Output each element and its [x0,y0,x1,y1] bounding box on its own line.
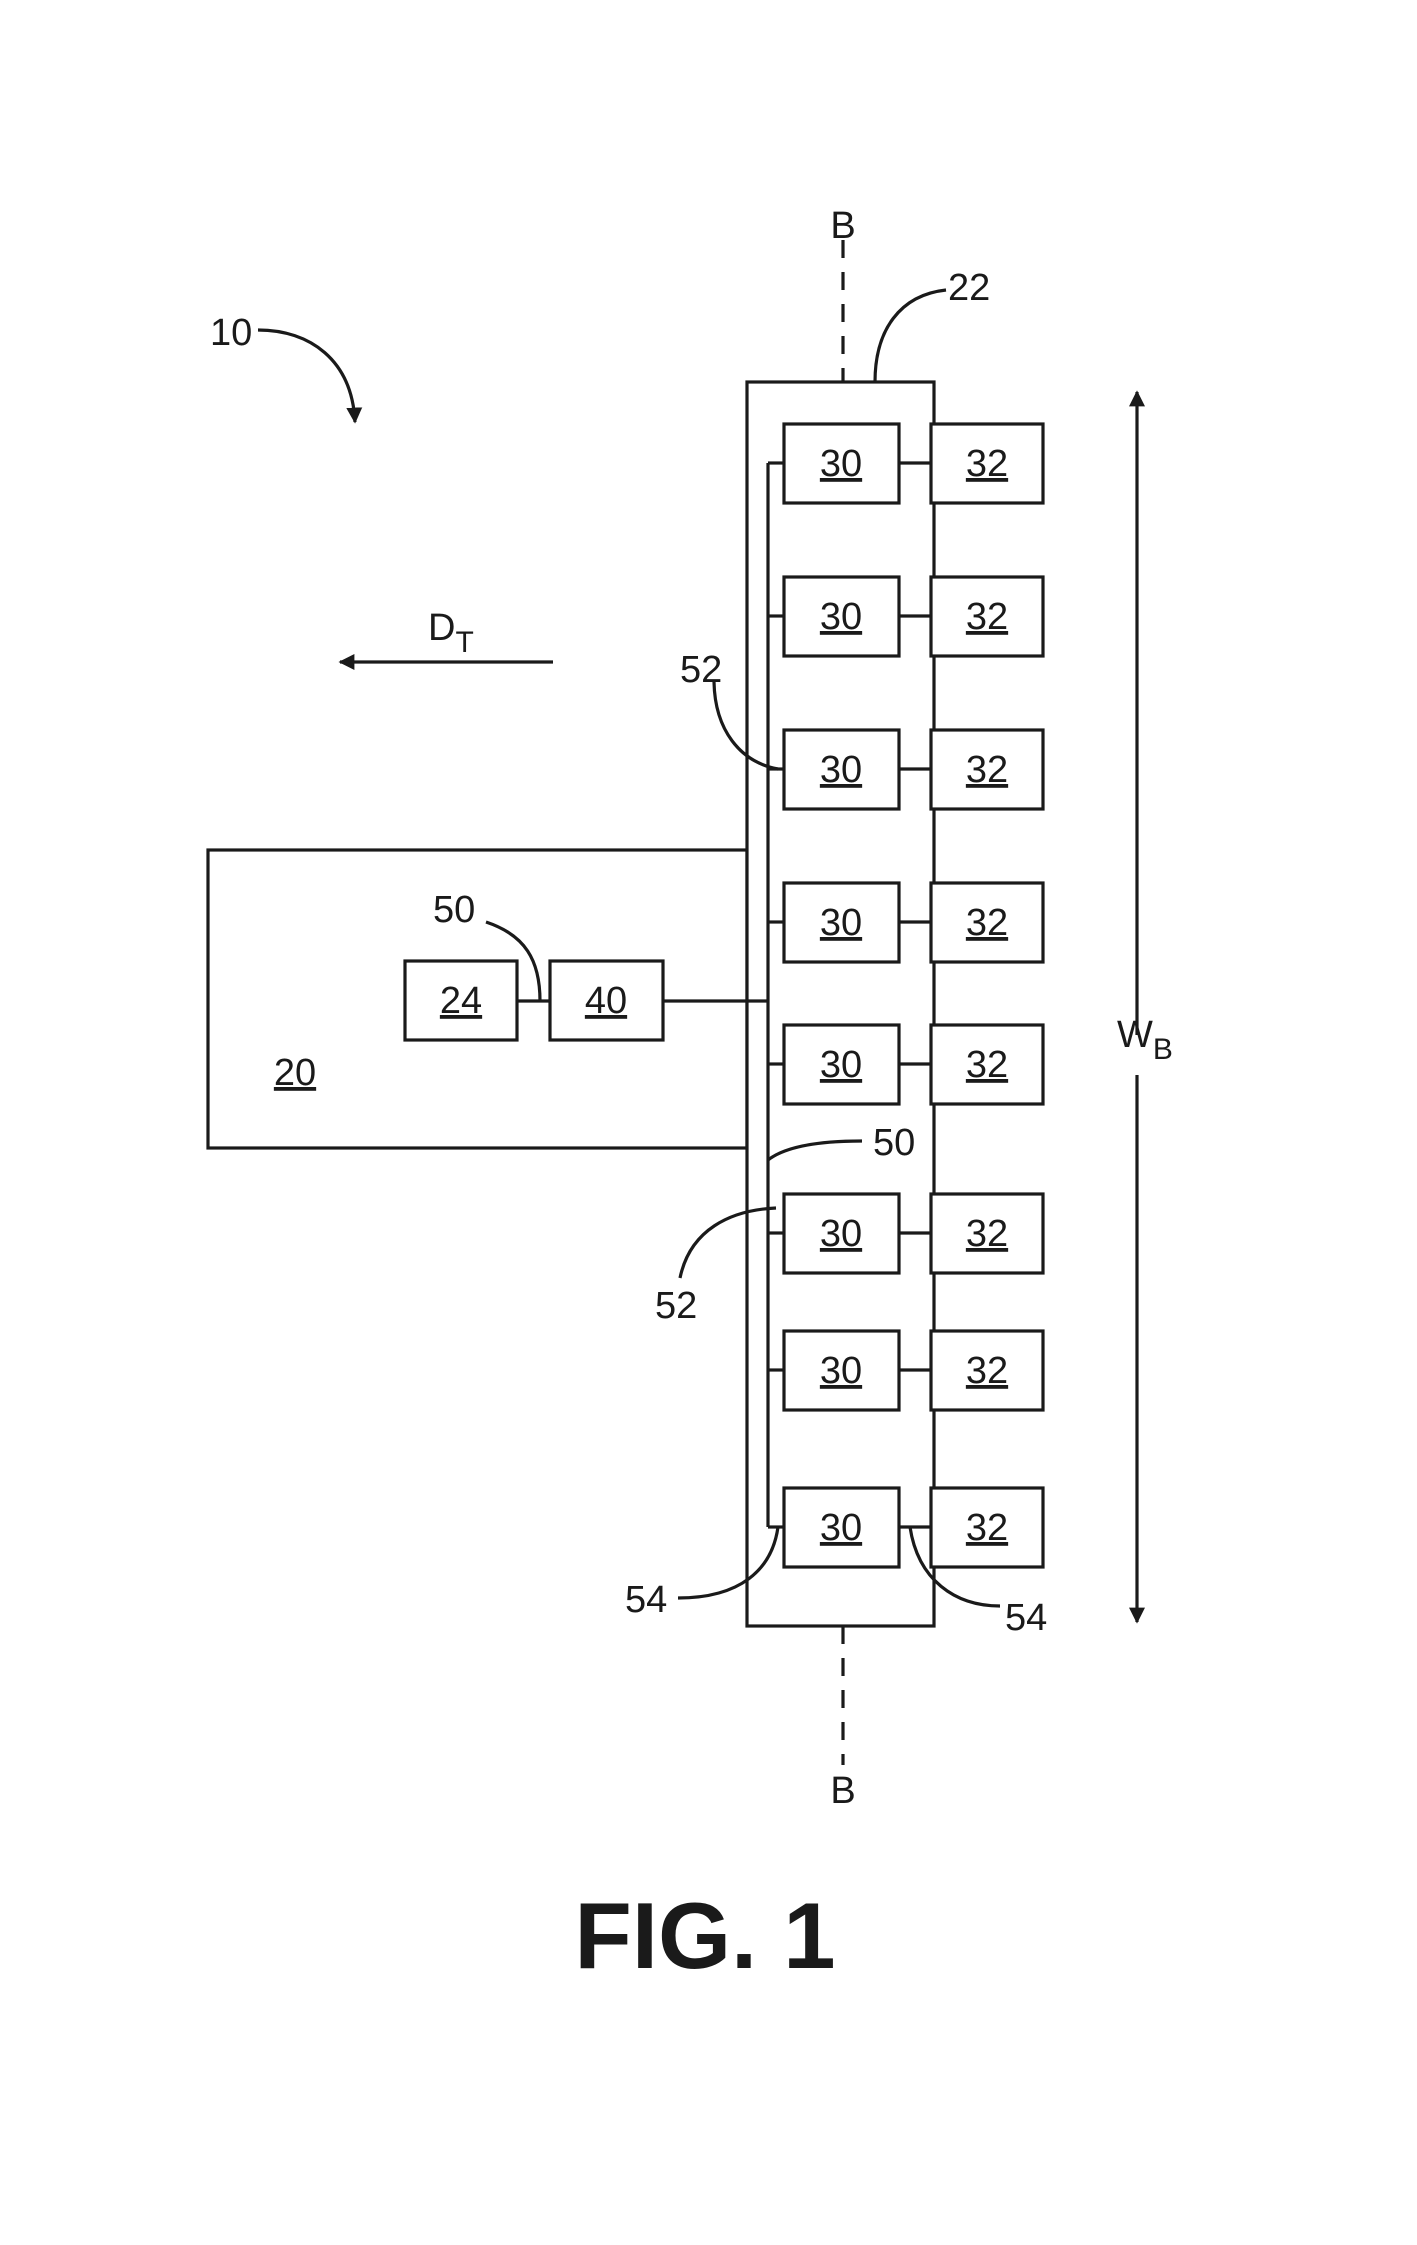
bus-leader-top [485,920,542,1002]
unit-pair-7: 30 32 [768,1329,1045,1412]
end-label-right: 54 [1005,1597,1047,1639]
unit-outer-label: 32 [966,596,1008,638]
unit-outer-label: 32 [966,749,1008,791]
branch-leader-upper [712,681,779,771]
end-leader-left [677,1526,780,1600]
unit-pair-1: 30 32 [768,422,1045,505]
unit-inner-box [782,1329,901,1412]
unit-outer-label: 32 [966,1507,1008,1549]
end-leader-right [908,1526,1001,1608]
axis-label-top: B [830,205,855,247]
unit-inner-label: 30 [820,596,862,638]
unit-inner-box [782,1023,901,1106]
unit-inner-box [782,1192,901,1275]
branch-label-upper: 52 [680,649,722,691]
module-box [548,959,665,1042]
unit-inner-box [782,575,901,658]
unit-outer-box [929,881,1045,964]
bar-label: 22 [948,267,990,309]
bar-housing [745,380,936,1628]
axis-label-bottom: B [830,1770,855,1812]
end-label-left: 54 [625,1579,667,1621]
system-label: 10 [210,312,252,354]
unit-outer-box [929,728,1045,811]
module-label: 40 [585,980,627,1022]
unit-pair-5: 30 32 [768,1023,1045,1106]
unit-inner-box [782,881,901,964]
unit-outer-box [929,1023,1045,1106]
unit-inner-label: 30 [820,1044,862,1086]
branch-label-lower: 52 [655,1285,697,1327]
controller-box [403,959,519,1042]
bus-label-top: 50 [433,889,475,931]
unit-inner-label: 30 [820,1507,862,1549]
unit-outer-box [929,1486,1045,1569]
figure-caption: FIG. 1 [574,1883,835,1988]
unit-outer-box [929,575,1045,658]
unit-inner-box [782,728,901,811]
unit-inner-box [782,1486,901,1569]
unit-outer-label: 32 [966,902,1008,944]
unit-outer-label: 32 [966,1044,1008,1086]
unit-pair-8: 30 32 [768,1486,1045,1569]
unit-outer-box [929,422,1045,505]
unit-outer-label: 32 [966,443,1008,485]
controller-label: 24 [440,980,482,1022]
unit-inner-label: 30 [820,902,862,944]
unit-outer-label: 32 [966,1350,1008,1392]
unit-inner-box [782,422,901,505]
unit-inner-label: 30 [820,443,862,485]
bus-leader-mid [767,1139,863,1162]
unit-inner-label: 30 [820,749,862,791]
unit-outer-box [929,1329,1045,1412]
bar-leader [873,288,947,383]
unit-pair-6: 30 32 [768,1192,1045,1275]
system-leader-arrow [257,328,363,424]
width-label: WB [1117,1014,1173,1066]
unit-pair-3: 30 32 [768,728,1045,811]
unit-outer-box [929,1192,1045,1275]
unit-pair-2: 30 32 [768,575,1045,658]
bus-label-mid: 50 [873,1122,915,1164]
vehicle-label: 20 [274,1052,316,1094]
branch-leader-lower [678,1206,777,1279]
unit-pair-4: 30 32 [768,881,1045,964]
direction-label: DT [428,607,474,659]
unit-inner-label: 30 [820,1213,862,1255]
unit-inner-label: 30 [820,1350,862,1392]
unit-outer-label: 32 [966,1213,1008,1255]
